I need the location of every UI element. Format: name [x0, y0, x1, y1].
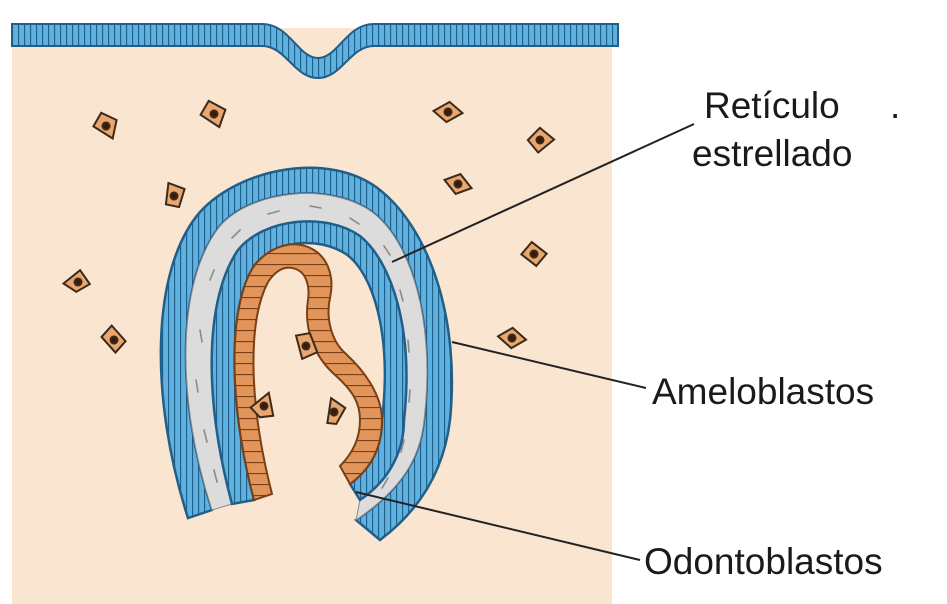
label-reticulo-line2: estrellado [692, 134, 852, 174]
label-reticulo-line1: Retículo [704, 86, 840, 126]
label-odontoblastos: Odontoblastos [644, 542, 883, 582]
label-stray-mark: . [890, 86, 900, 126]
label-ameloblastos: Ameloblastos [652, 372, 874, 412]
